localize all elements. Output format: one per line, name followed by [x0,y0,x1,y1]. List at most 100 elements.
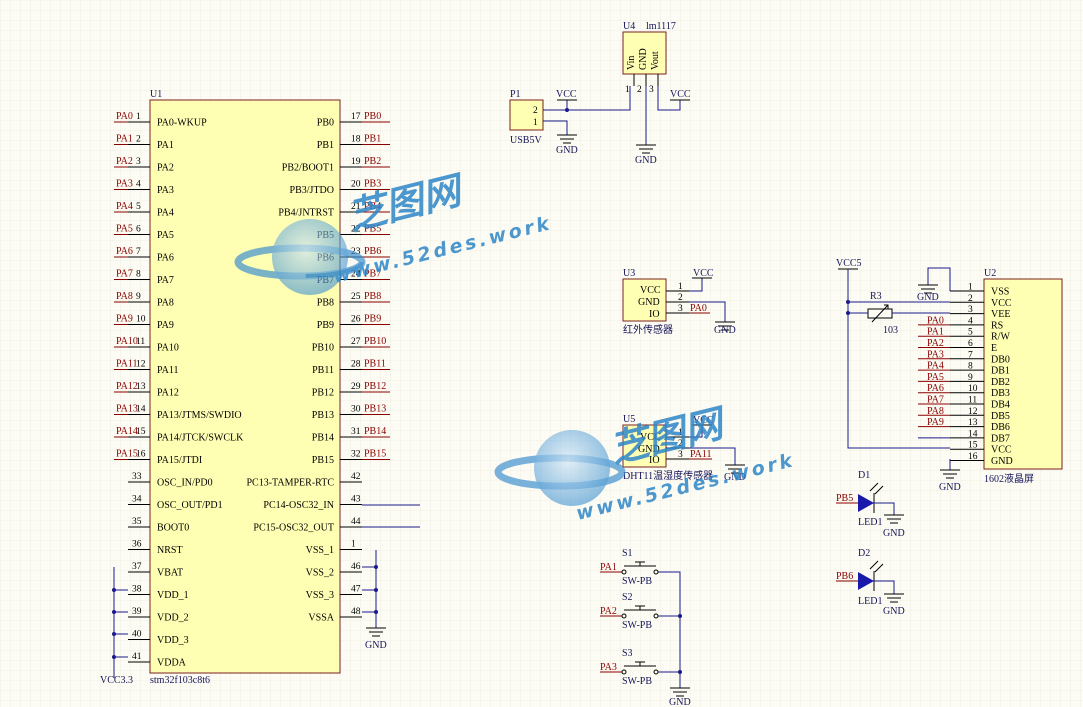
u1-pin-num: 23 [351,247,361,257]
u2-pin-num: 14 [968,429,978,439]
u2-pin-num: 16 [968,452,978,462]
u1-pin-name: VSSA [308,613,334,624]
u1-pin: VSSA 48 [308,607,362,624]
u1-pin-num: 35 [132,517,142,527]
u4-vcc: VCC [670,89,691,100]
u1-pin-num: 43 [351,495,361,505]
u1-pin-num: 9 [136,292,141,302]
u5-part: DHT11温湿度传感器 [623,469,713,482]
u4-pin-vin: Vin [626,56,637,70]
u2-pin-name: VSS [991,287,1009,298]
u1-pin-num: 29 [351,382,361,392]
u1-pin-num: 4 [136,180,141,190]
u1-net-label: PB9 [364,314,381,325]
p1-part: USB5V [510,135,542,146]
u2-pin-name: DB7 [991,433,1010,444]
u1-pin-num: 48 [351,607,361,617]
u2-pin: 1 VSS [950,283,1009,298]
u3-io-net: PA0 [690,303,707,314]
sw-gnd-symbol [670,687,690,697]
switch-contact [653,613,659,619]
u1-pin-name: PC15-OSC32_OUT [253,523,334,534]
u1-pin-name: PC13-TAMPER-RTC [247,478,335,489]
u2-ref: U2 [984,268,996,279]
u1-pin-num: 1 [351,540,356,550]
u1-pin-name: VDD_2 [157,613,189,624]
u2-pin-num: 1 [968,283,973,293]
r3-value: 103 [883,325,898,336]
u5-io-net: PA11 [690,449,712,460]
p1-body [509,99,544,131]
d1-net: PB5 [836,493,853,504]
u2-pin-num: 9 [968,373,973,383]
u2-pin-num: 5 [968,328,973,338]
u1-pin-num: 1 [136,112,141,122]
u1-pin-name: PA8 [157,298,174,309]
u5-num2: 2 [678,439,683,449]
d1-ref: D1 [858,470,870,481]
switch-actuator [624,561,656,567]
u1-pin-num: 32 [351,450,361,460]
u2-net-label: PA6 [927,383,944,394]
u1-pin-num: 33 [132,472,142,482]
u1-net-label: PA3 [116,179,133,190]
switch-part: SW-PB [622,620,652,631]
u2-pin-name: DB3 [991,388,1010,399]
watermark-globe [494,430,626,506]
u1-pin-num: 40 [132,630,142,640]
u5-pin-gnd: GND [638,444,660,455]
u2-pin-name: VEE [991,309,1010,320]
u2-pin-num: 12 [968,407,978,417]
u5-pin-io: IO [649,455,660,466]
r3-ref: R3 [870,291,882,302]
u3-pin-gnd: GND [638,297,660,308]
u2-net-label: PA5 [927,372,944,383]
d2-wire [874,580,895,594]
u1-pin-num: 27 [351,337,361,347]
u1-pin-num: 36 [132,540,142,550]
u1-vcc-label: VCC3.3 [100,675,133,686]
u4-body [622,31,667,75]
u1-net-label: PB6 [364,246,381,257]
u1-pin-num: 19 [351,157,361,167]
u4-regulator: U4 lm1117 Vin GND Vout 1 2 3 VCC GND [622,21,691,166]
u1-mcu: U1 stm32f103c8t6 PA0-WKUP1PA0PA12PA1PA23… [100,89,420,686]
u1-pin-name: OSC_OUT/PD1 [157,500,223,511]
u4-pin-gnd: GND [638,48,649,70]
p1-ref: P1 [510,89,521,100]
u3-num2: 2 [678,293,683,303]
switch-contact [621,613,627,619]
u1-net-label: PA5 [116,224,133,235]
u1-pin-name: PA7 [157,275,174,286]
switch-part: SW-PB [622,676,652,687]
switch-actuator [624,605,656,611]
u1-body [149,99,341,674]
d2-part: LED1 [858,596,882,607]
u2-net-label: PA2 [927,338,944,349]
switch-ref: S1 [622,548,633,559]
u3-pin-io: IO [649,309,660,320]
u4-gnd-symbol [636,144,656,154]
u1-pin-name: PA5 [157,230,174,241]
u5-pins [666,436,689,460]
u2-pin-name: DB6 [991,422,1010,433]
p1-pin2-num: 2 [533,106,538,116]
